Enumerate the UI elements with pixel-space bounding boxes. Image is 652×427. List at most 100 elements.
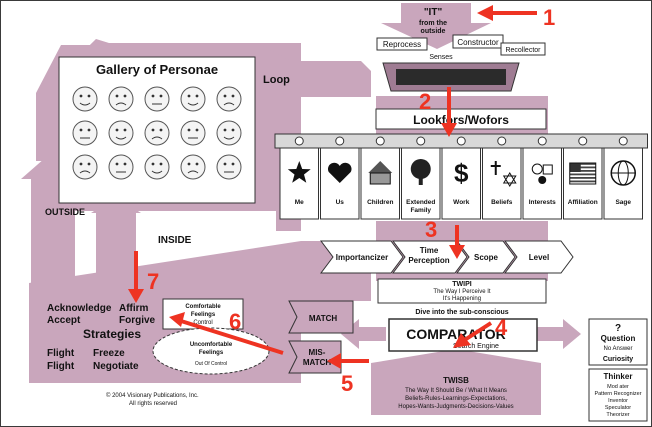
outside-label: OUTSIDE (45, 207, 85, 217)
twisb-line2: Beliefs-Rules-Learnings-Expectations, (405, 396, 507, 402)
comfortable-label-3: Control (193, 320, 212, 326)
constructor-label: Constructor (457, 38, 499, 47)
red-arrow-3-head (449, 245, 465, 259)
strategy-flight-1: Flight (47, 348, 75, 359)
mismatch-label-1: MIS- (309, 348, 326, 357)
comparator-right-arrow (536, 319, 581, 349)
loop-label: Loop (263, 74, 290, 86)
persona-face-icon (180, 154, 206, 180)
comparator-title: COMPARATOR (406, 326, 506, 342)
recollector-box (500, 42, 546, 56)
thinker-title: Thinker (604, 372, 633, 381)
marker-2: 2 (419, 89, 431, 114)
constructor-box (452, 34, 504, 49)
strategy-forgive: Forgive (119, 315, 156, 326)
curiosity-label: Curiosity (603, 356, 633, 363)
lookfors-title-box (375, 108, 547, 130)
lookfor-label: Family (410, 207, 431, 214)
level-chevron (504, 240, 574, 274)
marker-5: 5 (341, 371, 353, 396)
comfortable-label: Comfortable (185, 304, 221, 310)
gallery-title: Gallery of Personae (96, 62, 218, 77)
marker-6: 6 (229, 309, 241, 334)
it-input-arrow (381, 3, 491, 49)
question-label: Question (601, 334, 636, 343)
lookfor-sage: Sage (603, 136, 643, 220)
lookfor-label: Extended (406, 199, 435, 206)
match-arrow (288, 300, 354, 334)
comfortable-feelings-box (162, 298, 244, 330)
it-line2: outside (421, 28, 446, 35)
mismatch-label-2: MATCH (303, 358, 332, 367)
persona-face-icon (216, 154, 242, 180)
lookfor-label: Beliefs (491, 199, 513, 206)
senses-filter-inner (396, 69, 506, 85)
uncomfortable-label: Uncomfortable (190, 342, 233, 348)
time-label: Time (420, 246, 439, 255)
comfortable-label-2: Feelings (191, 312, 216, 318)
lookfor-label: Affiliation (568, 199, 598, 206)
persona-face-icon (72, 154, 98, 180)
persona-face-icon (216, 120, 242, 146)
mismatch-arrow (288, 340, 342, 374)
persona-face-icon (180, 86, 206, 112)
reprocess-box (376, 37, 428, 51)
strategy-acknowledge: Acknowledge (47, 303, 112, 314)
marker-7: 7 (147, 269, 159, 294)
thinker-line: Mod ater (607, 384, 629, 390)
lookfor-label: Me (295, 199, 304, 206)
strategy-flight-2: Flight (47, 361, 75, 372)
lookfor-beliefs: Beliefs (482, 136, 522, 220)
lookfor-us: Us (320, 136, 360, 220)
red-arrow-5-head (327, 353, 341, 369)
red-arrow-7-head (128, 289, 144, 303)
scope-chevron (456, 240, 516, 274)
red-arrow-2-head (441, 123, 457, 137)
twipi-line1: The Way I Perceive It (433, 289, 490, 295)
twisb-line1: The Way It Should Be / What It Means (405, 388, 507, 394)
red-arrow-6-head (169, 312, 185, 327)
persona-face-icon (72, 86, 98, 112)
match-label: MATCH (309, 314, 338, 323)
strategy-freeze: Freeze (93, 348, 125, 359)
question-box (588, 318, 648, 366)
thinker-box (588, 368, 648, 422)
heart-icon (327, 162, 352, 183)
thinker-line: Inventor (608, 398, 628, 404)
twipi-box (377, 278, 547, 304)
lookfor-label: Us (336, 199, 345, 206)
persona-face-icon (108, 154, 134, 180)
inside-label: INSIDE (158, 235, 192, 246)
strategy-accept: Accept (47, 315, 81, 326)
senses-label: Senses (429, 54, 453, 61)
thinker-line: Pattern Recognizer (594, 391, 641, 397)
strategies-title: Strategies (83, 327, 141, 341)
copyright-line1: © 2004 Visionary Publications, Inc. (106, 392, 199, 399)
reprocess-label: Reprocess (383, 40, 421, 49)
twisb-wedge (371, 349, 541, 415)
star-icon (287, 161, 311, 183)
uncomfortable-label-2: Feelings (199, 350, 224, 356)
red-arrow-1-head (477, 5, 493, 21)
flag-icon (569, 162, 597, 185)
lookfor-me: Me (279, 136, 319, 220)
red-arrow-4 (461, 321, 493, 343)
marker-4: 4 (495, 315, 508, 340)
strategy-negotiate: Negotiate (93, 361, 139, 372)
twipi-sub: Dive into the sub-conscious (415, 309, 508, 316)
red-arrow-4-head (453, 333, 471, 348)
persona-face-icon (180, 120, 206, 146)
persona-face-icon (108, 120, 134, 146)
lookfor-affiliation: Affiliation (563, 136, 603, 220)
strategy-affirm: Affirm (119, 303, 149, 314)
it-quote: "IT" (424, 7, 443, 18)
marker-1: 1 (543, 5, 555, 30)
lookfor-work: $Work (441, 136, 481, 220)
recollector-label: Recollector (505, 47, 541, 54)
persona-face-icon (72, 120, 98, 146)
faces-grid (72, 86, 242, 180)
